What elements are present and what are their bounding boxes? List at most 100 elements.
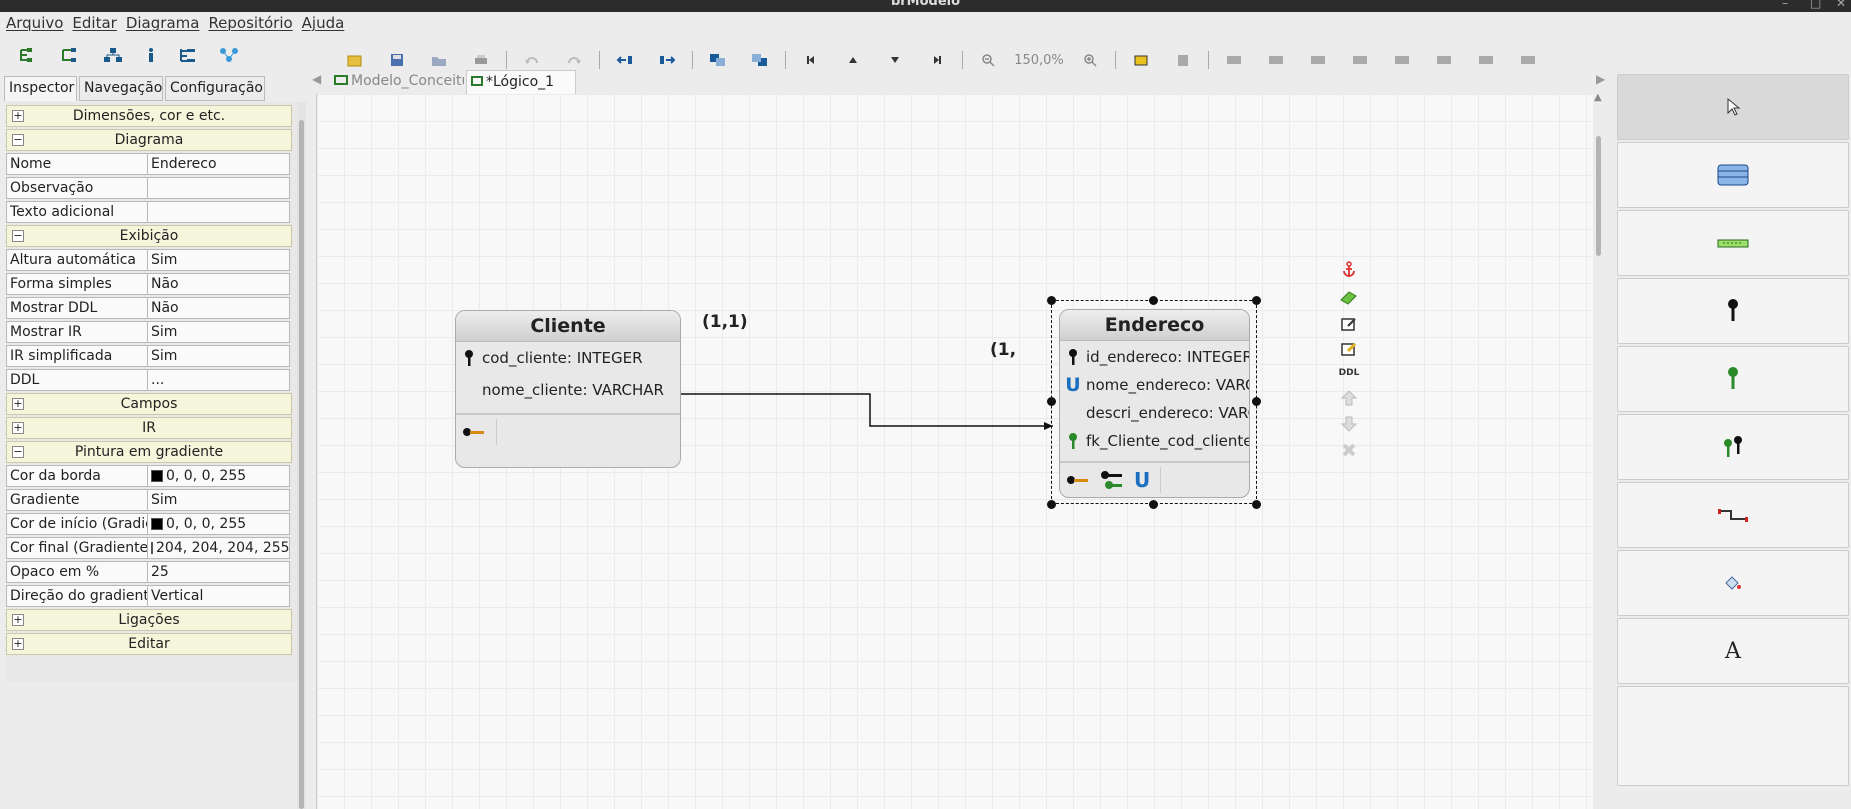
- layout-4-icon[interactable]: [1339, 48, 1381, 72]
- field-id-endereco[interactable]: id_endereco: INTEGER: [1060, 342, 1249, 372]
- redo-icon[interactable]: [553, 48, 595, 72]
- field-tool[interactable]: [1617, 210, 1849, 276]
- direcao-value[interactable]: Vertical: [148, 585, 290, 607]
- tab-configuracao[interactable]: Configuração: [165, 76, 265, 101]
- cor-borda-value[interactable]: 0, 0, 0, 255: [148, 465, 290, 487]
- zoom-in-icon[interactable]: [1069, 48, 1111, 72]
- menu-arquivo[interactable]: Arquivo: [6, 14, 64, 32]
- resize-handle[interactable]: [1047, 500, 1056, 509]
- layout-5-icon[interactable]: [1381, 48, 1423, 72]
- layout-7-icon[interactable]: [1465, 48, 1507, 72]
- canvas-scrollbar[interactable]: ▲: [1593, 92, 1604, 809]
- collapse-icon[interactable]: −: [12, 133, 24, 146]
- field-descri-endereco[interactable]: descri_endereco: VARCHAR: [1086, 404, 1249, 422]
- layout-3-icon[interactable]: [1297, 48, 1339, 72]
- undo-icon[interactable]: [511, 48, 553, 72]
- entity-endereco[interactable]: Endereco id_endereco: INTEGER U nome_end…: [1059, 309, 1250, 498]
- section-exibicao[interactable]: −Exibição: [6, 225, 292, 247]
- tree-icon[interactable]: [18, 47, 40, 63]
- expand-icon[interactable]: +: [12, 397, 24, 410]
- layout-8-icon[interactable]: [1507, 48, 1549, 72]
- hierarchy-icon[interactable]: [102, 47, 124, 63]
- resize-handle[interactable]: [1047, 296, 1056, 305]
- down-icon[interactable]: [874, 48, 916, 72]
- eraser-icon[interactable]: [1337, 285, 1361, 309]
- layout-2-icon[interactable]: [1255, 48, 1297, 72]
- inspector-scrollbar[interactable]: [297, 102, 306, 809]
- expand-icon[interactable]: +: [12, 421, 24, 434]
- expand-icon[interactable]: +: [12, 109, 24, 122]
- first-icon[interactable]: [790, 48, 832, 72]
- tab-inspector[interactable]: Inspector: [4, 76, 77, 101]
- paint-tool[interactable]: [1617, 550, 1849, 616]
- folder-icon[interactable]: [418, 48, 460, 72]
- clipboard-icon[interactable]: [1162, 48, 1204, 72]
- observacao-value[interactable]: [148, 177, 290, 199]
- zoom-out-icon[interactable]: [967, 48, 1009, 72]
- tree-alt-icon[interactable]: [60, 47, 82, 63]
- field-fk-cliente[interactable]: fk_Cliente_cod_cliente:: [1060, 426, 1249, 456]
- expand-icon[interactable]: +: [12, 637, 24, 650]
- menu-diagrama[interactable]: Diagrama: [125, 14, 200, 32]
- section-ligacoes[interactable]: +Ligações: [6, 609, 292, 631]
- scroll-thumb[interactable]: [299, 120, 304, 809]
- resize-handle[interactable]: [1252, 397, 1261, 406]
- collapse-icon[interactable]: −: [12, 229, 24, 242]
- entity-cliente[interactable]: Cliente cod_cliente: INTEGER nome_client…: [455, 310, 681, 468]
- resize-handle[interactable]: [1252, 296, 1261, 305]
- bring-front-icon[interactable]: [697, 48, 739, 72]
- anchor-icon[interactable]: [1337, 258, 1361, 282]
- relationship-line[interactable]: [317, 94, 1594, 809]
- menu-editar[interactable]: Editar: [72, 14, 117, 32]
- cardinality-endereco[interactable]: (1,: [990, 340, 1017, 360]
- resize-handle[interactable]: [1047, 397, 1056, 406]
- pk-tool[interactable]: [1617, 278, 1849, 344]
- maximize-icon[interactable]: □: [1810, 0, 1822, 10]
- section-ir[interactable]: +IR: [6, 417, 292, 439]
- collapse-icon[interactable]: −: [12, 445, 24, 458]
- texto-adicional-value[interactable]: [148, 201, 290, 223]
- align-left-icon[interactable]: [604, 48, 646, 72]
- ddl-icon[interactable]: DDL: [1338, 368, 1360, 378]
- text-tool[interactable]: A: [1617, 618, 1849, 684]
- close-icon[interactable]: ✕: [1836, 0, 1847, 10]
- pk-fk-tool[interactable]: [1617, 414, 1849, 480]
- field-cod-cliente[interactable]: cod_cliente: INTEGER: [456, 343, 680, 373]
- section-diagrama[interactable]: −Diagrama: [6, 129, 292, 151]
- resize-handle[interactable]: [1252, 500, 1261, 509]
- resize-handle[interactable]: [1149, 500, 1158, 509]
- edit-icon[interactable]: [1337, 312, 1361, 336]
- resize-handle[interactable]: [1149, 296, 1158, 305]
- print-icon[interactable]: [460, 48, 502, 72]
- cor-final-value[interactable]: 204, 204, 204, 255: [148, 537, 290, 559]
- section-campos[interactable]: +Campos: [6, 393, 292, 415]
- minimize-icon[interactable]: –: [1782, 0, 1788, 10]
- ir-simplificada-value[interactable]: Sim: [148, 345, 290, 367]
- forma-value[interactable]: Não: [148, 273, 290, 295]
- menu-ajuda[interactable]: Ajuda: [301, 14, 345, 32]
- info-icon[interactable]: [144, 47, 158, 63]
- layout-1-icon[interactable]: [1213, 48, 1255, 72]
- tab-scroll-left-icon[interactable]: ◀: [312, 72, 322, 86]
- tab-logico[interactable]: *Lógico_1: [466, 70, 576, 94]
- cor-inicio-value[interactable]: 0, 0, 0, 255: [148, 513, 290, 535]
- relation-tool[interactable]: [1617, 482, 1849, 548]
- fk-tool[interactable]: [1617, 346, 1849, 412]
- opaco-value[interactable]: 25: [148, 561, 290, 583]
- delete-icon[interactable]: [1337, 438, 1361, 462]
- edit-highlight-icon[interactable]: [1337, 337, 1361, 361]
- section-editar[interactable]: +Editar: [6, 633, 292, 655]
- send-back-icon[interactable]: [739, 48, 781, 72]
- table-tool[interactable]: [1617, 142, 1849, 208]
- menu-repositorio[interactable]: Repositório: [208, 14, 293, 32]
- last-icon[interactable]: [916, 48, 958, 72]
- select-tool[interactable]: [1617, 74, 1849, 140]
- new-icon[interactable]: [334, 48, 376, 72]
- scroll-up-icon[interactable]: ▲: [1594, 92, 1602, 103]
- mostrar-ddl-value[interactable]: Não: [148, 297, 290, 319]
- gradiente-value[interactable]: Sim: [148, 489, 290, 511]
- nome-value[interactable]: Endereco: [148, 153, 290, 175]
- ddl-value[interactable]: ...: [148, 369, 290, 391]
- save-icon[interactable]: [376, 48, 418, 72]
- network-icon[interactable]: [218, 47, 240, 63]
